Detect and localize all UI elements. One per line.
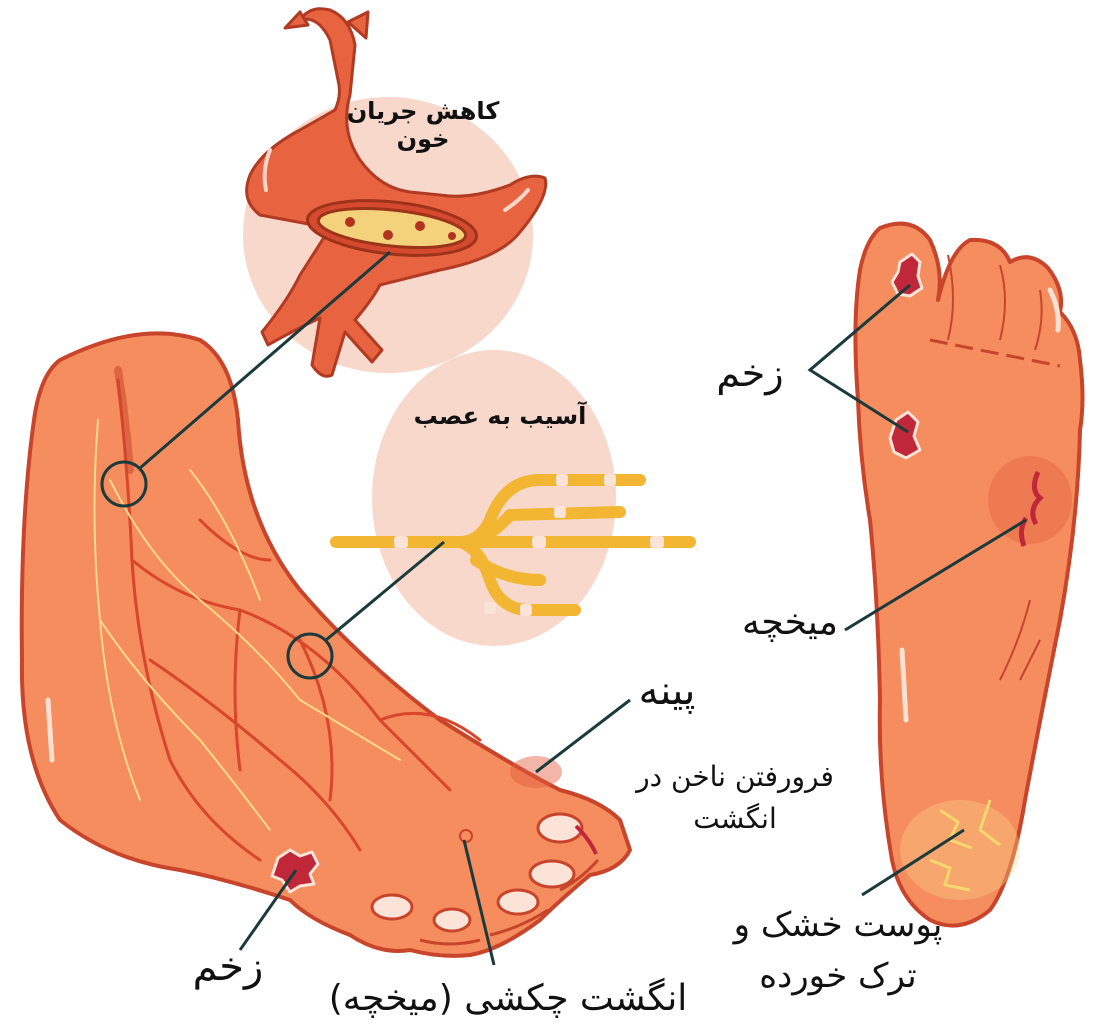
dry-skin-label: پوست خشک و ترک خورده — [718, 900, 958, 1002]
wound-label-top: زخم — [705, 352, 795, 396]
right-foot-sole — [855, 224, 1082, 926]
hammer-toe-label: انگشت چکشی (میخچه) — [298, 978, 718, 1019]
corn-label: میخچه — [730, 602, 850, 643]
nerve-inset-bg — [372, 350, 616, 646]
callus-label: پینه — [612, 668, 722, 714]
blood-flow-label: کاهش جریان خون — [338, 98, 508, 153]
ingrown-nail-label: فرورفتن ناخن در انگشت — [610, 756, 860, 840]
wound-label-bottom: زخم — [178, 944, 278, 990]
nerve-damage-label: آسیب به عصب — [400, 403, 600, 431]
